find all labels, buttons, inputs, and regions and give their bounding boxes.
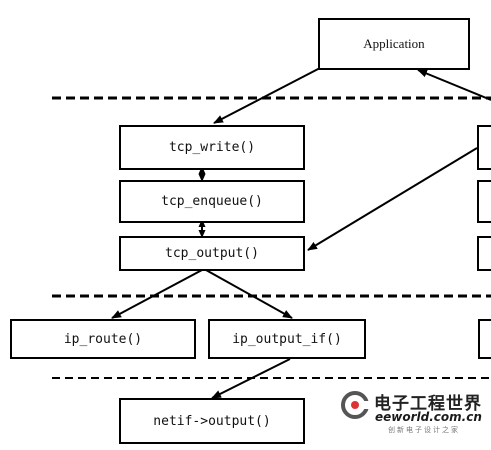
arrow-tcp-output-to-ip-route <box>111 269 203 319</box>
tcp-enqueue-label: tcp_enqueue() <box>161 194 263 209</box>
ip-output-if-box: ip_output_if() <box>208 319 366 359</box>
watermark-tagline: 创新电子设计之家 <box>388 426 460 434</box>
cropped-box-right-1 <box>477 125 491 170</box>
cropped-box-right-3 <box>477 236 491 271</box>
watermark-name: 电子工程世界 <box>374 394 482 414</box>
tcp-output-label: tcp_output() <box>165 246 259 261</box>
eeworld-logo-icon <box>341 391 369 419</box>
arrow-right-to-tcp-output <box>307 147 478 251</box>
ip-route-box: ip_route() <box>10 319 196 359</box>
application-box: Application <box>318 18 470 70</box>
arrow-tcp-output-to-ip-output-if <box>205 269 293 319</box>
arrow-ip-output-if-to-netif-output <box>211 358 291 399</box>
ip-output-if-label: ip_output_if() <box>232 331 342 347</box>
arrow-application-to-tcp-write <box>213 67 321 124</box>
cropped-box-right-2 <box>477 180 491 223</box>
watermark-url: eeworld.com.cn <box>375 410 482 424</box>
ip-route-label: ip_route() <box>63 331 143 347</box>
cropped-box-right-4 <box>478 319 491 359</box>
arrow-right-to-application <box>417 69 491 101</box>
tcp-output-box: tcp_output() <box>119 236 305 271</box>
tcp-write-label: tcp_write() <box>168 140 256 155</box>
netif-output-box: netif->output() <box>119 398 305 444</box>
netif-output-label: netif->output() <box>153 413 271 429</box>
eeworld-watermark: 电子工程世界 eeworld.com.cn 创新电子设计之家 <box>340 388 491 438</box>
tcp-write-box: tcp_write() <box>119 125 305 170</box>
tcp-enqueue-box: tcp_enqueue() <box>119 180 305 223</box>
application-label: Application <box>363 36 425 51</box>
